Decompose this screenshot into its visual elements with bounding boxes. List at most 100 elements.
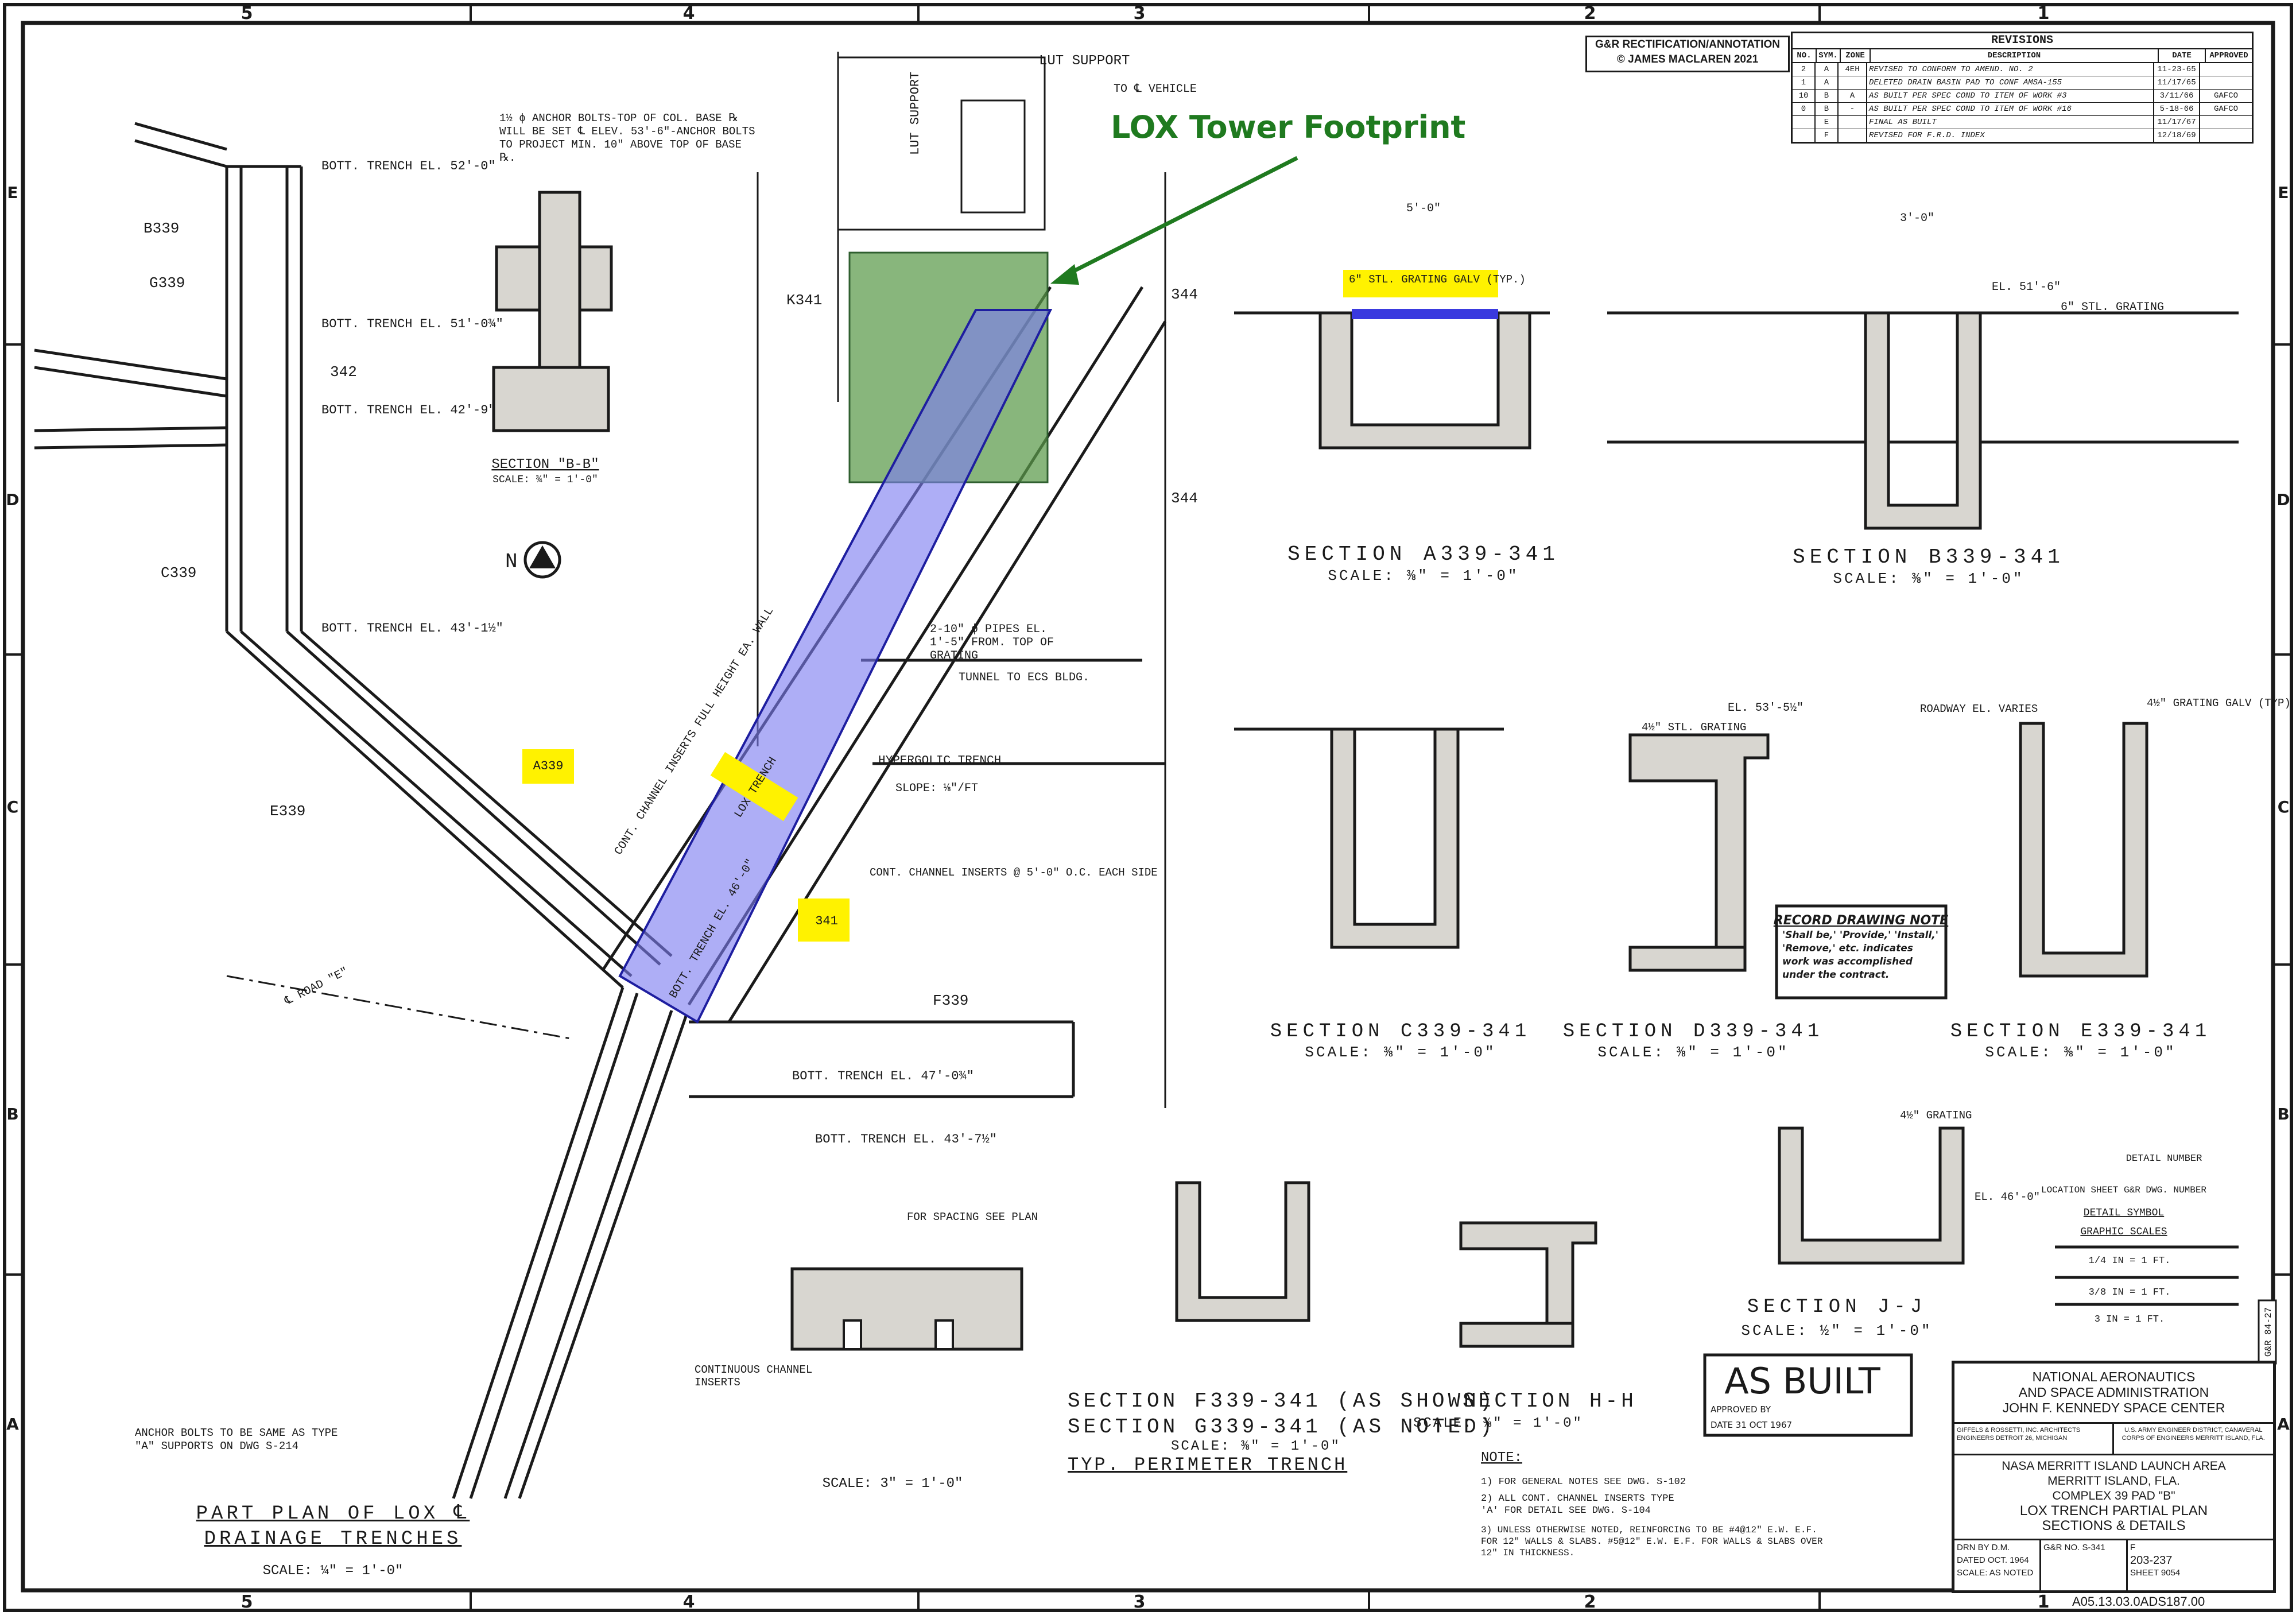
- section-c: SECTION C339-341 SCALE: ⅜" = 1'-0": [1234, 727, 1526, 1061]
- revisions-header-row: NO. SYM. ZONE DESCRIPTION DATE APPROVED: [1793, 49, 2252, 63]
- title-complex: COMPLEX 39 PAD "B": [2052, 1489, 2175, 1502]
- slope-label: SLOPE: ⅛"/FT: [895, 782, 978, 795]
- section-a: 6" STL. GRATING GALV (TYP.) 5'-0" SECTIO…: [1234, 202, 1555, 584]
- notes-heading: NOTE:: [1481, 1450, 1522, 1466]
- record-note-text: 'Shall be,' 'Provide,' 'Install,' 'Remov…: [1782, 930, 1938, 981]
- diagonal-lower-trench: [226, 630, 688, 1499]
- lut-support-outline: [757, 52, 1166, 1108]
- revision-cell: 5-18-66: [2154, 103, 2200, 115]
- marker-a339-bg: [522, 749, 574, 784]
- general-notes: NOTE: 1) FOR GENERAL NOTES SEE DWG. S-10…: [1481, 1450, 1822, 1558]
- revision-cell: REVISED FOR F.R.D. INDEX: [1867, 129, 2154, 142]
- detail-legend: DETAIL NUMBER LOCATION SHEET G&R DWG. NU…: [2041, 1153, 2239, 1325]
- side-tab: G&R 84-27: [2258, 1299, 2277, 1365]
- row-label-d-right: D: [2276, 490, 2290, 509]
- title-footer-mid: G&R NO. S-341: [2041, 1540, 2128, 1591]
- to-vehicle-label: TO ℄ VEHICLE: [1114, 83, 1197, 96]
- north-arrow-icon: N: [505, 541, 561, 579]
- revision-cell: 0: [1793, 103, 1816, 115]
- section-b-el: EL. 51'-6": [1992, 281, 2061, 294]
- col-label-4-bottom: 4: [683, 1592, 695, 1612]
- as-built-label: AS BUILT: [1724, 1360, 1881, 1402]
- col-label-2: 2: [1584, 3, 1596, 24]
- section-b-scale: SCALE: ⅜" = 1'-0": [1833, 570, 2024, 587]
- revisions-table: REVISIONS NO. SYM. ZONE DESCRIPTION DATE…: [1791, 32, 2254, 144]
- lut-support-vertical-label: LUT SUPPORT: [908, 72, 922, 155]
- title-scale: SCALE: AS NOTED: [1957, 1568, 2034, 1578]
- row-label-a: A: [6, 1415, 19, 1434]
- outer-border: [3, 3, 2293, 1612]
- col-label-2-bottom: 2: [1584, 1592, 1596, 1612]
- marker-e339: E339: [270, 803, 305, 820]
- revision-cell: AS BUILT PER SPEC COND TO ITEM OF WORK #…: [1867, 90, 2154, 102]
- border-row-labels: E D C B A E D C B A: [6, 183, 2290, 1434]
- row-label-e-right: E: [2278, 183, 2289, 202]
- rev-header-approved: APPROVED: [2209, 51, 2248, 60]
- stamp-date: DATE 31 OCT 1967: [1711, 1420, 1792, 1430]
- revision-cell: 4EH: [1839, 63, 1867, 76]
- revision-cell: [1839, 129, 1867, 142]
- section-fg: SECTION F339-341 (AS SHOWN) SECTION G339…: [1068, 1181, 1495, 1475]
- revision-cell: [2200, 116, 2252, 129]
- col-label-1: 1: [2038, 3, 2050, 24]
- section-d-el: EL. 53'-5½": [1728, 702, 1804, 715]
- lox-trench-tag-bg: [710, 752, 798, 822]
- section-e-grating: 4½" GRATING GALV (TYP): [2147, 697, 2291, 710]
- section-a-grating: 6" STL. GRATING GALV (TYP.): [1349, 273, 1526, 286]
- revision-cell: 10: [1793, 90, 1816, 102]
- section-fg-scale: SCALE: ⅜" = 1'-0": [1171, 1439, 1341, 1454]
- marker-b339: B339: [144, 220, 179, 237]
- legend-detail-symbol: DETAIL SYMBOL: [2084, 1207, 2164, 1219]
- legend-location-sheet: LOCATION SHEET G&R DWG. NUMBER: [2041, 1185, 2206, 1195]
- section-b-title: SECTION B339-341: [1793, 545, 2065, 569]
- marker-k341: K341: [786, 292, 822, 309]
- section-e-title: SECTION E339-341: [1950, 1021, 2211, 1043]
- row-label-d: D: [6, 490, 19, 509]
- side-tab-label: G&R 84-27: [2263, 1307, 2274, 1357]
- rev-header-date: DATE: [2159, 49, 2206, 62]
- title-corps: U.S. ARMY ENGINEER DISTRICT, CANAVERAL C…: [2122, 1427, 2265, 1442]
- section-e-roadway: ROADWAY EL. VARIES: [1920, 703, 2038, 715]
- note-1: 1) FOR GENERAL NOTES SEE DWG. S-102: [1481, 1477, 1686, 1488]
- revision-cell: 1: [1793, 76, 1816, 89]
- title-gr-no: G&R NO. S-341: [2043, 1543, 2105, 1552]
- small-detail-scale: SCALE: 3" = 1'-0": [823, 1476, 963, 1492]
- title-file-no: 203-237: [2130, 1554, 2173, 1567]
- section-bb-title: SECTION "B-B": [491, 457, 599, 473]
- border-column-labels: 5 4 3 2 1 5 4 3 2 1: [241, 3, 2050, 1612]
- road-label: ℄ ROAD "E": [282, 965, 351, 1009]
- marker-a339: A339: [533, 759, 564, 773]
- bott-trench-label-4: BOTT. TRENCH EL. 43'-1½": [321, 621, 503, 636]
- section-e-scale: SCALE: ⅜" = 1'-0": [1985, 1044, 2176, 1061]
- section-hh: SECTION H-H SCALE: ⅜" = 1'-0": [1413, 1221, 1634, 1431]
- section-b: 6" STL. GRATING EL. 51'-6" 3'-0" SECTION…: [1607, 212, 2239, 587]
- pipes-note: 2-10" ϕ PIPES EL. 1'-5" FROM. TOP OF GRA…: [930, 623, 1054, 663]
- title-agency-1: NATIONAL AERONAUTICS: [2032, 1369, 2196, 1384]
- section-fg-subtitle: TYP. PERIMETER TRENCH: [1068, 1454, 1347, 1475]
- section-jj-el: EL. 46'-0": [1975, 1191, 2040, 1203]
- legend-scale-3: 3 IN = 1 FT.: [2095, 1314, 2165, 1325]
- section-f-title: SECTION F339-341 (AS SHOWN): [1068, 1389, 1495, 1413]
- revision-cell: 11/17/67: [2154, 116, 2200, 129]
- marker-341-bg: [798, 898, 850, 942]
- row-label-b-right: B: [2277, 1105, 2289, 1124]
- section-d-grating: 4½" STL. GRATING: [1642, 721, 1746, 734]
- section-d-scale: SCALE: ⅜" = 1'-0": [1597, 1044, 1789, 1061]
- plan-title: PART PLAN OF LOX ℄ DRAINAGE TRENCHES: [196, 1503, 467, 1550]
- revision-cell: B: [1816, 103, 1839, 115]
- credit-line-1: G&R RECTIFICATION/ANNOTATION: [1595, 38, 1780, 51]
- section-bb-scale: SCALE: ¾" = 1'-0": [492, 474, 598, 486]
- left-trench-walls: [225, 165, 303, 632]
- bott-trench-label-6: BOTT. TRENCH EL. 43'-7½": [815, 1132, 997, 1147]
- note-2: 2) ALL CONT. CHANNEL INSERTS TYPE 'A' FO…: [1481, 1493, 1674, 1516]
- record-note-title: RECORD DRAWING NOTE: [1774, 913, 1948, 928]
- bott-trench-label-5: BOTT. TRENCH EL. 47'-0¾": [792, 1069, 974, 1083]
- rev-header-zone: ZONE: [1841, 49, 1871, 62]
- section-g-title: SECTION G339-341 (AS NOTED): [1068, 1415, 1495, 1439]
- left-branch-walls: [34, 122, 227, 450]
- channel-inserts-label: CONT. CHANNEL INSERTS @ 5'-0" O.C. EACH …: [870, 866, 1158, 879]
